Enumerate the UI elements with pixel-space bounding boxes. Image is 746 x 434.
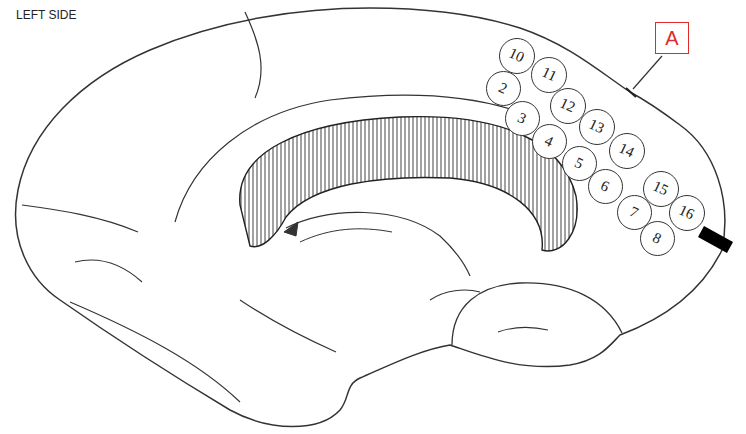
hypothalamus-line xyxy=(430,290,480,300)
corpus-callosum xyxy=(240,117,577,251)
leader-tick xyxy=(626,88,636,97)
side-heading: LEFT SIDE xyxy=(16,8,76,22)
area-number: 6 xyxy=(598,178,611,195)
area-number: 5 xyxy=(572,155,585,172)
area-number: 13 xyxy=(587,117,607,137)
callout-letter: A xyxy=(665,28,678,48)
area-number: 2 xyxy=(496,80,509,97)
area-number: 12 xyxy=(558,96,578,116)
area-circle: 10 xyxy=(499,38,535,74)
area-circle: 8 xyxy=(640,221,675,256)
temporal-sulcus xyxy=(498,327,548,332)
thalamus-line xyxy=(300,229,392,242)
area-number: 3 xyxy=(515,110,528,127)
area-circle: 3 xyxy=(505,101,540,136)
area-circle: 11 xyxy=(531,57,567,93)
area-number: 16 xyxy=(677,203,697,223)
cerebellum-line xyxy=(70,302,240,402)
area-number: 10 xyxy=(507,46,527,66)
marginal-sulcus xyxy=(245,12,261,98)
area-circle: 2 xyxy=(486,71,521,106)
area-circle: 14 xyxy=(609,133,645,169)
calcarine-sulcus xyxy=(22,205,138,232)
area-number: 7 xyxy=(627,204,640,221)
area-circle: 4 xyxy=(532,124,567,159)
area-number: 8 xyxy=(650,230,663,247)
area-number: 14 xyxy=(617,141,637,161)
brainstem-line xyxy=(240,300,336,352)
occipital-sulcus xyxy=(75,260,142,282)
area-number: 15 xyxy=(651,179,671,199)
area-number: 4 xyxy=(542,133,555,150)
area-number: 11 xyxy=(539,65,558,85)
electrode-bar xyxy=(698,226,733,253)
area-circle: 6 xyxy=(588,169,623,204)
leader-line xyxy=(633,56,662,89)
brain-outline xyxy=(16,8,725,427)
area-circle: 13 xyxy=(579,109,615,145)
fornix-mark xyxy=(284,222,298,236)
fornix-line xyxy=(286,212,470,276)
callout-box: A xyxy=(655,22,689,54)
temporal-lobe-line xyxy=(452,283,622,345)
area-circle: 16 xyxy=(669,195,705,231)
